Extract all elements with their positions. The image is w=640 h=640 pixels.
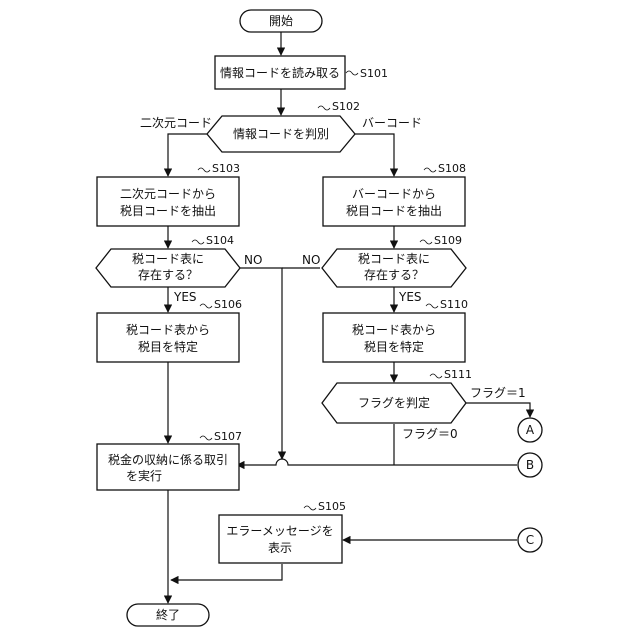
s110-label-2: 税目を特定 bbox=[364, 339, 424, 354]
end-terminal: 終了 bbox=[127, 604, 209, 626]
s101-process: 情報コードを読み取る S101 bbox=[215, 56, 388, 89]
start-terminal: 開始 bbox=[240, 10, 322, 32]
s105-step: S105 bbox=[318, 500, 346, 513]
s106-label-1: 税コード表から bbox=[126, 323, 210, 337]
connector-c: C bbox=[518, 528, 542, 552]
s103-label-2: 税目コードを抽出 bbox=[120, 204, 216, 218]
end-label: 終了 bbox=[156, 607, 180, 622]
s110-process: 税コード表から 税目を特定 S110 bbox=[323, 298, 468, 362]
s105-process: エラーメッセージを 表示 S105 bbox=[219, 500, 346, 563]
s108-step: S108 bbox=[438, 162, 466, 175]
start-label: 開始 bbox=[269, 14, 293, 28]
s106-process: 税コード表から 税目を特定 S106 bbox=[97, 298, 242, 362]
s104-step: S104 bbox=[206, 234, 234, 247]
s111-label: フラグを判定 bbox=[358, 395, 430, 410]
s105-label-1: エラーメッセージを bbox=[226, 524, 333, 538]
s104-label-2: 存在する？ bbox=[138, 268, 198, 282]
edge-label-no-right: NO bbox=[302, 253, 320, 267]
s111-step: S111 bbox=[444, 368, 472, 381]
edge-label-flag1: フラグ＝1 bbox=[470, 386, 526, 400]
edge-label-no-left: NO bbox=[244, 253, 262, 267]
s110-label-1: 税コード表から bbox=[352, 323, 436, 337]
s101-label: 情報コードを読み取る bbox=[220, 65, 340, 80]
s102-decision: 情報コードを判別 S102 bbox=[207, 100, 360, 152]
connector-c-label: C bbox=[526, 533, 534, 547]
s107-label-1: 税金の収納に係る取引 bbox=[108, 452, 228, 467]
edge-label-barcode: バーコード bbox=[362, 116, 422, 130]
s103-label-1: 二次元コードから bbox=[120, 187, 216, 201]
s111-decision: フラグを判定 S111 bbox=[322, 368, 472, 423]
s105-label-2: 表示 bbox=[268, 541, 292, 555]
s108-label-2: 税目コードを抽出 bbox=[346, 204, 442, 218]
s107-step: S107 bbox=[214, 430, 242, 443]
connector-b: B bbox=[518, 453, 542, 477]
edge-label-yes-right: YES bbox=[398, 290, 422, 304]
s102-step: S102 bbox=[332, 100, 360, 113]
connector-a-label: A bbox=[526, 423, 535, 437]
edge-label-two-d: 二次元コード bbox=[140, 116, 212, 130]
connector-b-label: B bbox=[526, 458, 534, 472]
s106-label-2: 税目を特定 bbox=[138, 339, 198, 354]
s109-step: S109 bbox=[434, 234, 462, 247]
s109-label-2: 存在する？ bbox=[364, 268, 424, 282]
s107-label-2: を実行 bbox=[126, 468, 162, 483]
s104-label-1: 税コード表に bbox=[132, 252, 204, 266]
edge-label-flag0: フラグ＝0 bbox=[402, 427, 458, 441]
edge-label-yes-left: YES bbox=[173, 290, 197, 304]
s101-step: S101 bbox=[360, 67, 388, 80]
connector-a: A bbox=[518, 418, 542, 442]
s102-label: 情報コードを判別 bbox=[233, 127, 329, 141]
s107-process: 税金の収納に係る取引 を実行 S107 bbox=[97, 430, 242, 490]
s106-step: S106 bbox=[214, 298, 242, 311]
s110-step: S110 bbox=[440, 298, 468, 311]
s103-step: S103 bbox=[212, 162, 240, 175]
s108-label-1: バーコードから bbox=[352, 187, 436, 201]
s109-label-1: 税コード表に bbox=[358, 252, 430, 266]
